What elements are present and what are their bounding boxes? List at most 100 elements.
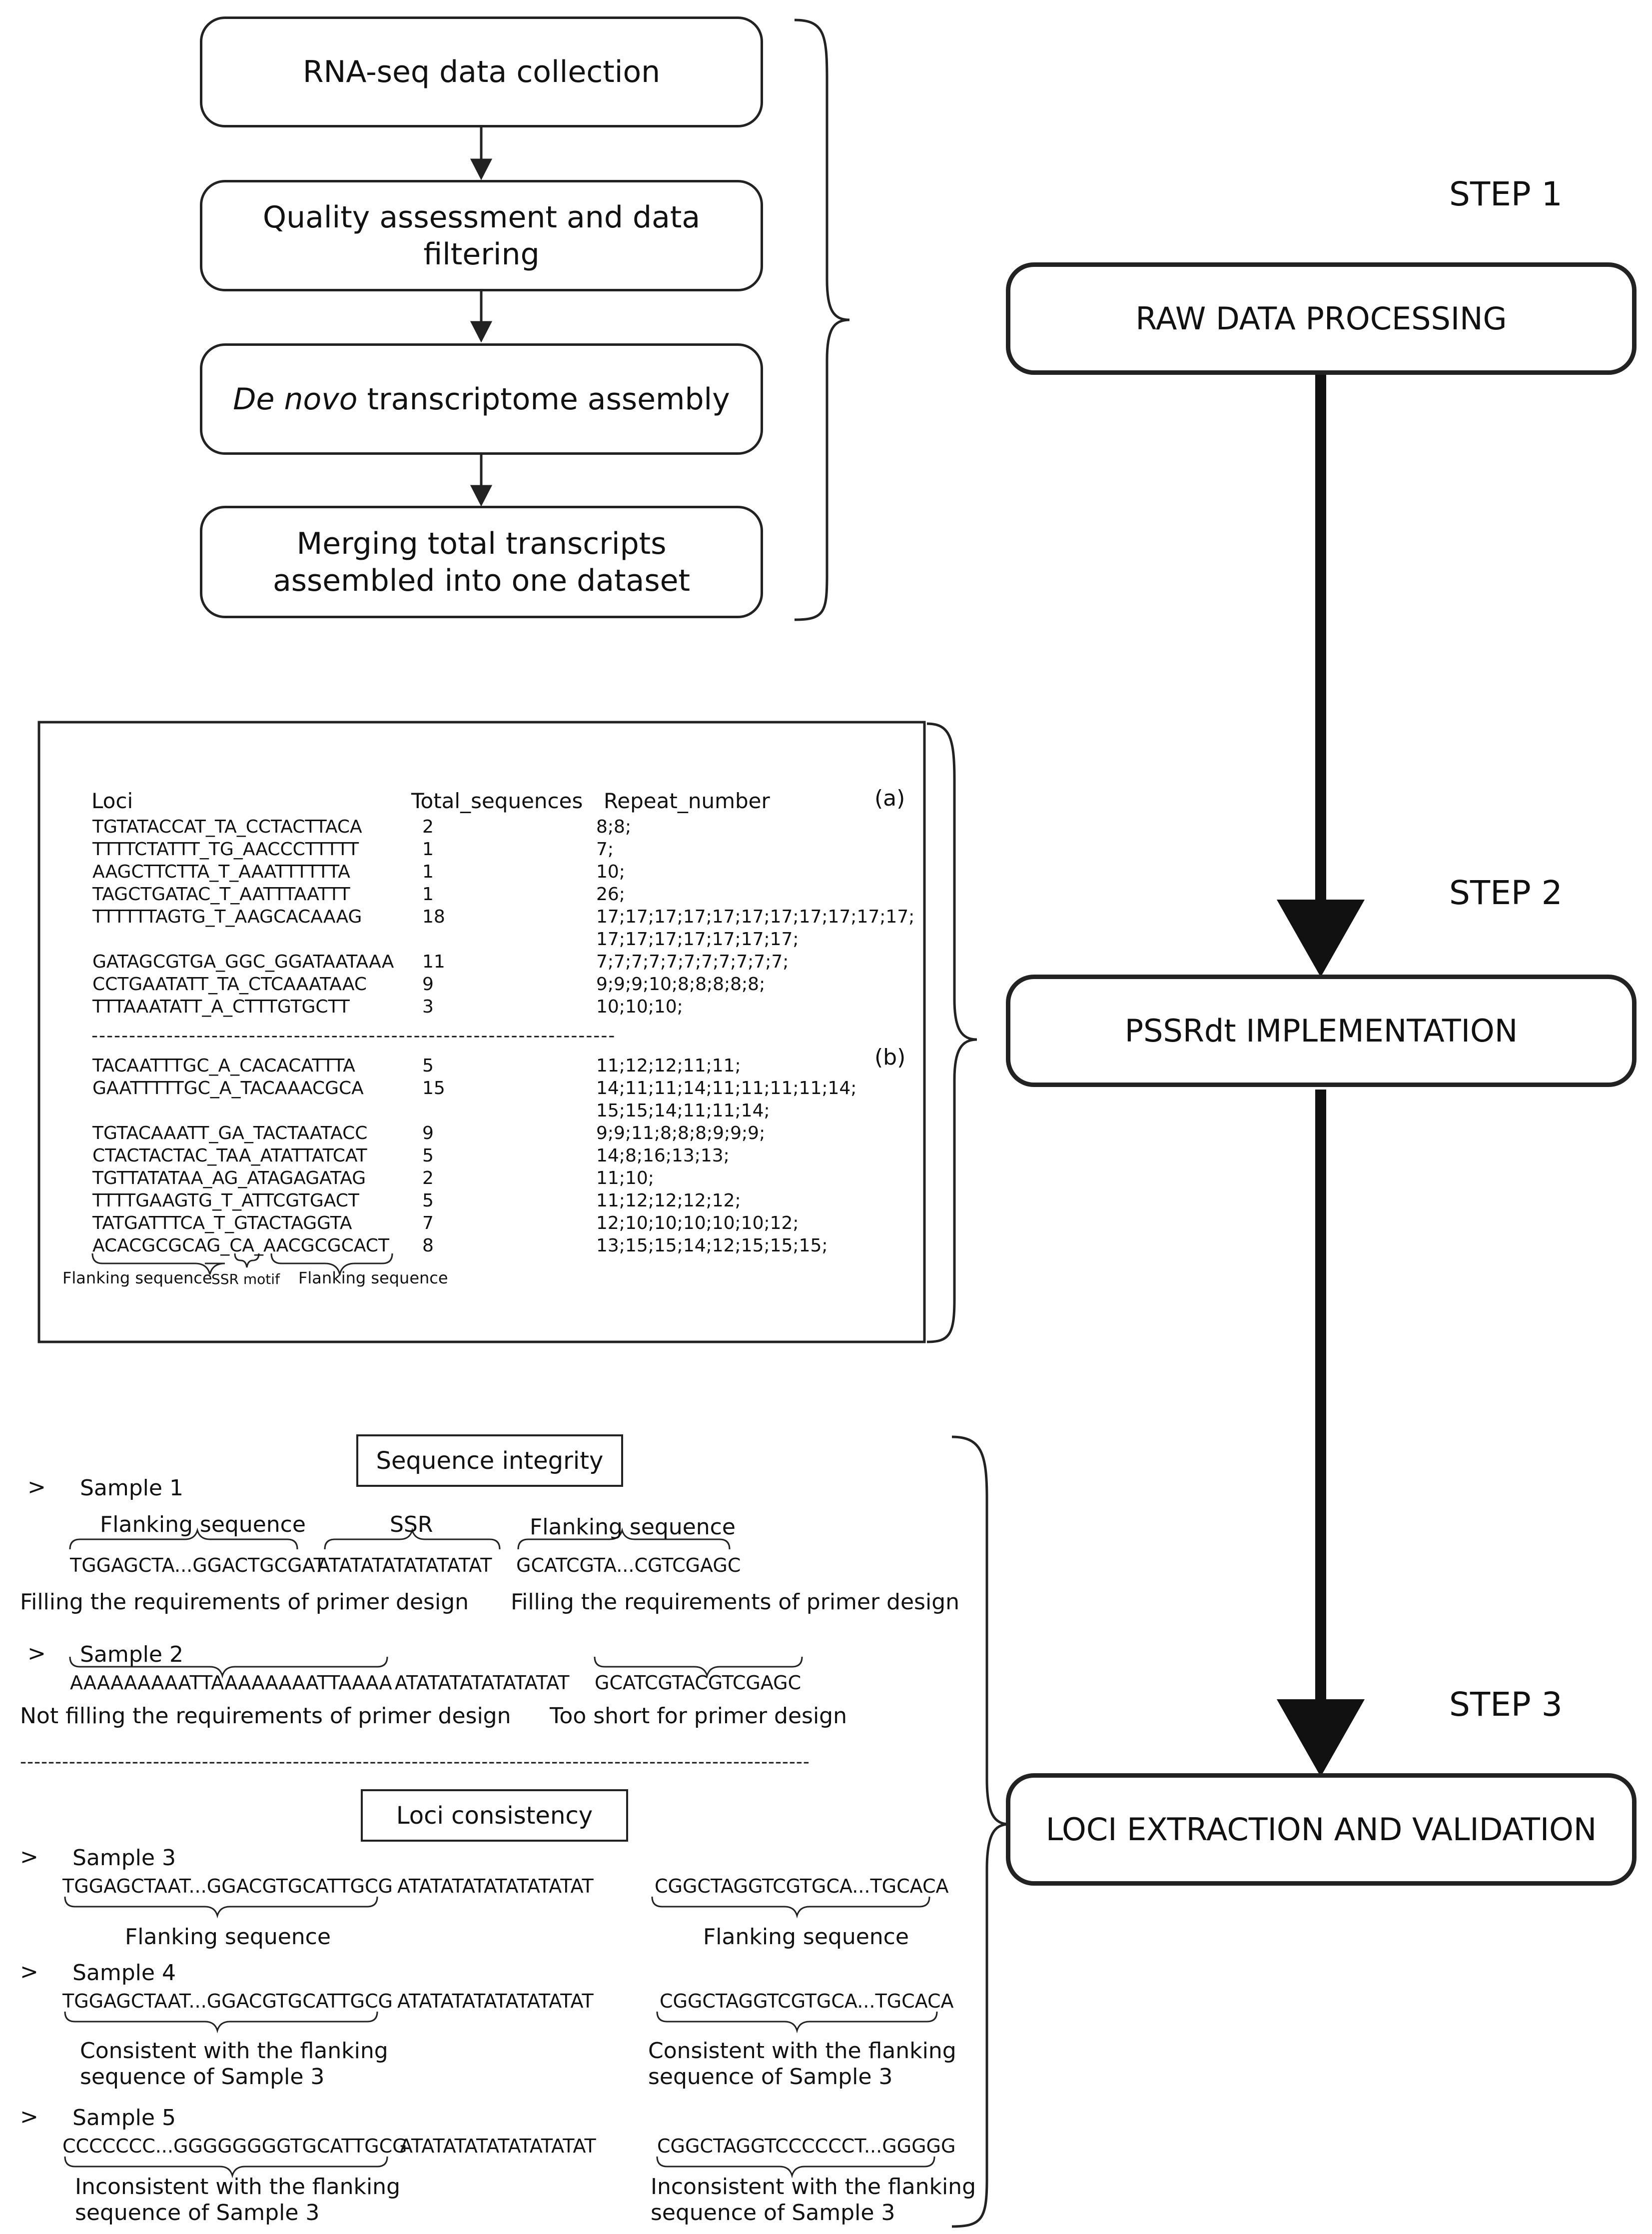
sample5-caption-left-1: Inconsistent with the flanking <box>75 2174 400 2200</box>
sample4-seq-mid: ATATATATATATATATAT <box>397 1990 594 2012</box>
sample3-caption-right: Flanking sequence <box>703 1924 909 1950</box>
step-2-label: STEP 2 <box>1449 874 1563 912</box>
consistency-title-box: Loci consistency <box>361 1789 628 1842</box>
workflow-box-merging: Merging total transcripts assembled into… <box>200 506 763 618</box>
workflow-box-assembly-italic: De novo <box>233 381 358 417</box>
sample4-caption-left-2: sequence of Sample 3 <box>80 2064 325 2090</box>
table-cell-repeat: 17;17;17;17;17;17;17; <box>596 929 799 950</box>
table-cell-loci: TTTTCTATTT_TG_AACCCTTTTT <box>92 839 359 860</box>
table-cell-repeat: 13;15;15;14;12;15;15;15; <box>596 1235 828 1256</box>
table-cell-loci: TGTTATATAA_AG_ATAGAGATAG <box>92 1168 366 1188</box>
table-cell-total: 11 <box>422 952 445 972</box>
sample2-name: Sample 2 <box>80 1642 183 1667</box>
table-cell-loci: TTTAAATATT_A_CTTTGTGCTT <box>92 997 350 1017</box>
sample1-seq-right: GCATCGTA...CGTCGAGC <box>516 1554 741 1576</box>
table-cell-loci: TTTTTTAGTG_T_AAGCACAAAG <box>92 907 362 927</box>
table-anno-right: Flanking sequence <box>298 1268 448 1287</box>
sample5-caption-right-2: sequence of Sample 3 <box>651 2200 895 2226</box>
table-cell-total: 5 <box>422 1145 434 1166</box>
table-cell-repeat: 7;7;7;7;7;7;7;7;7;7;7; <box>596 952 789 972</box>
sample4-caption-right-2: sequence of Sample 3 <box>648 2064 893 2090</box>
table-cell-loci: TGTATACCAT_TA_CCTACTTACA <box>92 817 362 837</box>
sample3-bullet: > <box>20 1844 38 1870</box>
step-1-label: STEP 1 <box>1449 175 1563 213</box>
sample5-seq-mid: ATATATATATATATATAT <box>400 2135 596 2157</box>
table-separator: ----------------------------------------… <box>91 1026 616 1046</box>
step-1-box-label: RAW DATA PROCESSING <box>1135 300 1507 337</box>
table-cell-repeat: 11;12;12;11;11; <box>596 1056 741 1076</box>
table-cell-repeat: 9;9;11;8;8;8;9;9;9; <box>596 1123 766 1143</box>
table-cell-repeat: 12;10;10;10;10;10;12; <box>596 1213 799 1233</box>
table-cell-total: 9 <box>422 1123 434 1143</box>
table-cell-repeat: 8;8; <box>596 817 632 837</box>
workflow-box-assembly-rest: transcriptome assembly <box>357 381 730 417</box>
sample1-bullet: > <box>27 1474 46 1500</box>
sample3-seq-left: TGGAGCTAAT...GGACGTGCATTGCG <box>62 1875 393 1897</box>
sample2-bullet: > <box>27 1641 46 1666</box>
sample4-seq-left: TGGAGCTAAT...GGACGTGCATTGCG <box>62 1990 393 2012</box>
table-annotation-braces <box>91 1253 393 1275</box>
workflow-box-quality: Quality assessment and data filtering <box>200 180 763 291</box>
step-3-label: STEP 3 <box>1449 1685 1563 1724</box>
table-tag-b: (b) <box>874 1045 906 1070</box>
table-cell-repeat: 14;8;16;13;13; <box>596 1145 730 1166</box>
step-1-box: RAW DATA PROCESSING <box>1006 262 1637 375</box>
table-cell-repeat: 10; <box>596 862 625 882</box>
table-cell-loci: TATGATTTCA_T_GTACTAGGTA <box>92 1213 352 1233</box>
workflow-box-rna-seq: RNA-seq data collection <box>200 16 763 127</box>
table-anno-left: Flanking sequence <box>62 1268 212 1287</box>
sample5-seq-left: CCCCCCC...GGGGGGGGTGCATTGCG <box>62 2135 407 2157</box>
sample4-caption-right-1: Consistent with the flanking <box>648 2038 956 2064</box>
workflow-box-merging-line2: assembled into one dataset <box>272 563 691 598</box>
table-cell-repeat: 15;15;14;11;11;14; <box>596 1101 770 1121</box>
table-cell-repeat: 10;10;10; <box>596 997 683 1017</box>
table-cell-total: 8 <box>422 1235 434 1256</box>
sample5-caption-left-2: sequence of Sample 3 <box>75 2200 320 2226</box>
sample1-caption-right: Filling the requirements of primer desig… <box>511 1589 960 1615</box>
sample1-seq-mid: ATATATATATATATAT <box>317 1554 492 1576</box>
sample1-label-left: Flanking sequence <box>100 1512 306 1537</box>
table-cell-loci: TTTTGAAGTG_T_ATTCGTGACT <box>92 1190 359 1211</box>
sample5-name: Sample 5 <box>72 2105 176 2131</box>
workflow-box-rna-seq-label: RNA-seq data collection <box>302 54 661 89</box>
sample1-label-mid: SSR <box>390 1512 433 1537</box>
sample4-caption-left-1: Consistent with the flanking <box>80 2038 388 2064</box>
sample5-caption-right-1: Inconsistent with the flanking <box>651 2174 976 2200</box>
sample3-name: Sample 3 <box>72 1845 176 1871</box>
table-header-total: Total_sequences <box>411 789 583 813</box>
sample2-caption-right: Too short for primer design <box>550 1703 847 1729</box>
sample2-seq-left: AAAAAAAAATTAAAAAAAATTAAAA <box>70 1672 392 1694</box>
table-cell-loci: ACACGCGCAG_CA_AACGCGCACT <box>92 1235 389 1256</box>
sample1-name: Sample 1 <box>80 1475 183 1501</box>
table-cell-total: 1 <box>422 884 434 905</box>
integrity-braces <box>69 1527 803 1679</box>
table-frame <box>37 721 926 1343</box>
sample2-caption-left: Not filling the requirements of primer d… <box>20 1703 511 1729</box>
table-cell-loci: CTACTACTAC_TAA_ATATTATCAT <box>92 1145 367 1166</box>
table-cell-total: 7 <box>422 1213 434 1233</box>
table-cell-total: 15 <box>422 1078 445 1099</box>
table-cell-total: 1 <box>422 862 434 882</box>
sample5-seq-right: CGGCTAGGTCCCCCCT...GGGGG <box>657 2135 956 2157</box>
workflow-box-assembly-label: De novo transcriptome assembly <box>233 381 730 418</box>
sample4-bullet: > <box>20 1959 38 1985</box>
workflow-box-assembly: De novo transcriptome assembly <box>200 343 763 455</box>
workflow-box-merging-line1: Merging total transcripts <box>296 526 667 561</box>
table-cell-total: 2 <box>422 1168 434 1188</box>
brace-step1 <box>794 18 850 621</box>
sample2-seq-mid: ATATATATATATATAT <box>395 1672 570 1694</box>
table-cell-repeat: 11;12;12;12;12; <box>596 1190 741 1211</box>
sample3-seq-right: CGGCTAGGTCGTGCA...TGCACA <box>655 1875 949 1897</box>
table-cell-loci: TACAATTTGC_A_CACACATTTA <box>92 1056 355 1076</box>
table-cell-loci: CCTGAATATT_TA_CTCAAATAAC <box>92 974 367 995</box>
brace-step2 <box>926 722 977 1343</box>
sample1-seq-left: TGGAGCTA...GGACTGCGAT <box>70 1554 325 1576</box>
table-cell-repeat: 17;17;17;17;17;17;17;17;17;17;17; <box>596 907 915 927</box>
consistency-braces <box>64 1896 938 2179</box>
step-2-box-label: PSSRdt IMPLEMENTATION <box>1124 1013 1518 1049</box>
sample3-caption-left: Flanking sequence <box>125 1924 331 1950</box>
table-cell-repeat: 11;10; <box>596 1168 654 1188</box>
table-cell-total: 9 <box>422 974 434 995</box>
integrity-title-box: Sequence integrity <box>356 1434 623 1487</box>
